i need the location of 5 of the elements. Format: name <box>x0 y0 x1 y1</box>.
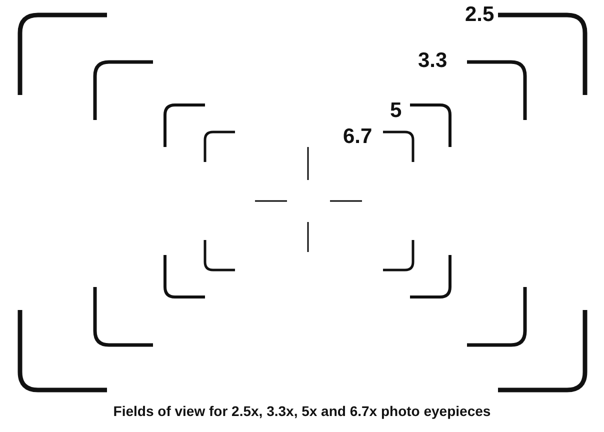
magnification-label: 6.7 <box>343 126 372 148</box>
magnification-label: 2.5 <box>465 4 494 26</box>
magnification-label: 3.3 <box>418 50 448 72</box>
caption: Fields of view for 2.5x, 3.3x, 5x and 6.7x photo eyepieces <box>112 403 492 419</box>
magnification-label: 5 <box>390 100 402 122</box>
